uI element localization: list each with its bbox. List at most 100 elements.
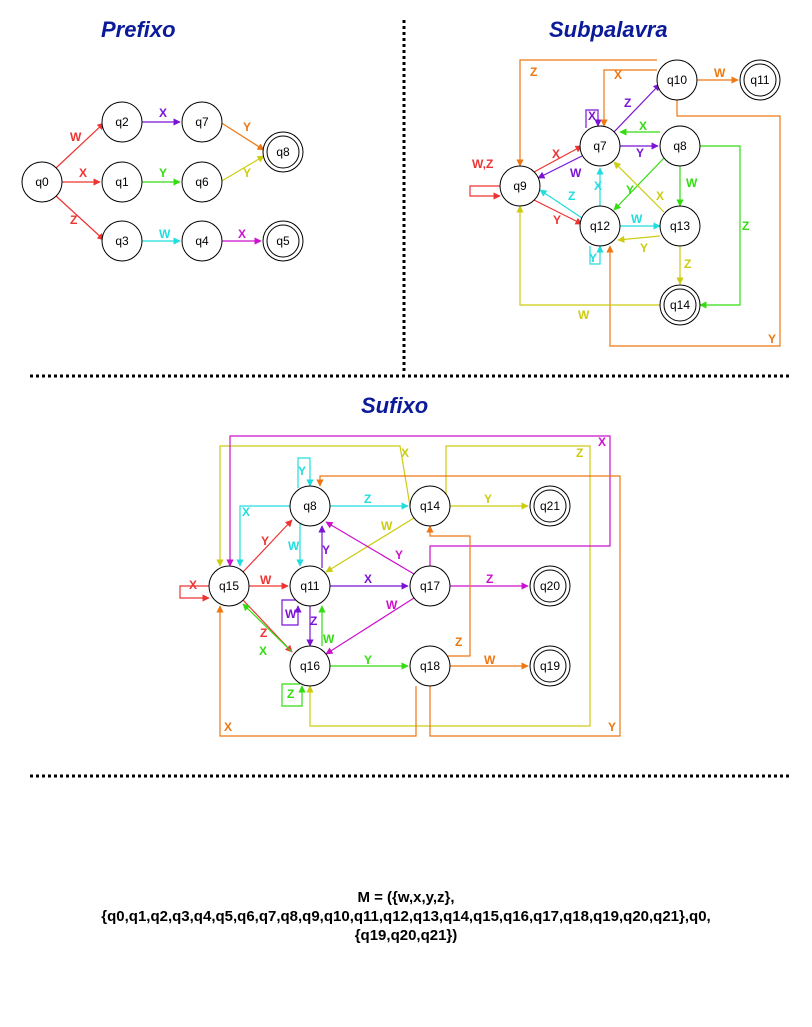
prefixo-state-q2: q2	[101, 101, 143, 143]
formal-definition-line-3: {q19,q20,q21})	[354, 927, 458, 944]
subpalavra-state-q12: q12	[579, 205, 621, 247]
subpalavra-edge-label-q10-q11: W	[714, 66, 726, 80]
sufixo-state-q16: q16	[289, 645, 331, 687]
subpalavra-edge-label-q8-q13: W	[686, 176, 698, 190]
sufixo-state-label-q11: q11	[300, 579, 319, 593]
prefixo-state-q4: q4	[181, 220, 223, 262]
sufixo-edge-q11-q11	[281, 599, 302, 626]
sufixo-edge-label-q14-q16: Z	[576, 446, 583, 460]
sufixo-edge-q15-q8	[242, 519, 293, 573]
subpalavra-edge-label-q9-q9: W,Z	[472, 157, 493, 171]
prefixo-edge-q0-q2	[55, 122, 105, 169]
sufixo-edge-label-q11-q16: Z	[310, 614, 317, 628]
prefixo-state-label-q2: q2	[115, 115, 129, 129]
subpalavra-edge-q12-q12	[589, 245, 604, 265]
prefixo-state-q8: q8	[262, 131, 304, 173]
sufixo-edge-label-q8-q15: X	[242, 505, 250, 519]
subpalavra-edge-label-q7-q7: X	[588, 109, 596, 123]
subpalavra-edge-label-q8-q12: Y	[626, 183, 634, 197]
prefixo-edge-label-q4-q5: X	[238, 227, 246, 241]
sufixo-edge-label-q17-q8: Y	[395, 548, 403, 562]
prefixo-edge-label-q0-q3: Z	[70, 213, 77, 227]
subpalavra-edge-q10-q7	[600, 69, 657, 127]
subpalavra-state-q13: q13	[659, 205, 701, 247]
sufixo-state-label-q16: q16	[300, 659, 320, 673]
sufixo-state-q20: q20	[529, 565, 571, 607]
sufixo-edge-label-q15-q15: X	[189, 578, 197, 592]
sufixo-edge-q17-q8	[325, 521, 415, 575]
subpalavra-edge-label-q9-q7: X	[552, 147, 560, 161]
sufixo-edge-q16-q15	[242, 603, 293, 653]
subpalavra-state-label-q13: q13	[670, 219, 690, 233]
subpalavra-edge-label-q8-q14: Z	[742, 219, 749, 233]
formal-definition-line-2: {q0,q1,q2,q3,q4,q5,q6,q7,q8,q9,q10,q11,q…	[101, 908, 711, 925]
subpalavra-edge-label-q14-q9: W	[578, 308, 590, 322]
prefixo-edge-q7-q8	[219, 121, 265, 151]
subpalavra-edge-q14-q9	[516, 205, 660, 306]
sufixo-edge-label-q8-q8: Y	[298, 464, 306, 478]
subpalavra-edge-label-q10-q9: Z	[530, 65, 537, 79]
sufixo-state-q21: q21	[529, 485, 571, 527]
sufixo-edge-label-q16-q15: X	[259, 644, 267, 658]
subpalavra-edge-q13-q12	[617, 235, 661, 243]
subpalavra-state-label-q12: q12	[590, 219, 610, 233]
formal-definition-line-1: M = ({w,x,y,z},	[357, 889, 455, 906]
sufixo-edge-label-q18-q8: Y	[608, 720, 616, 734]
sufixo-edge-label-q11-q17: X	[364, 572, 372, 586]
sufixo-edge-label-q15-q11: W	[260, 573, 272, 587]
sufixo-edge-label-q14-q21: Y	[484, 492, 492, 506]
prefixo-edge-label-q2-q7: X	[159, 106, 167, 120]
subpalavra-edge-label-q8-q7: X	[639, 119, 647, 133]
sufixo-state-label-q15: q15	[219, 579, 239, 593]
sufixo-title: Sufixo	[361, 393, 429, 418]
prefixo-edge-label-q1-q6: Y	[159, 166, 167, 180]
sufixo-edge-q18-q8	[316, 475, 621, 737]
subpalavra-edge-q13-q7	[613, 161, 665, 213]
sufixo-edge-label-q16-q11: W	[323, 632, 335, 646]
sufixo-state-q18: q18	[409, 645, 451, 687]
prefixo-state-label-q7: q7	[195, 115, 209, 129]
prefixo-state-label-q0: q0	[35, 175, 49, 189]
subpalavra-state-q14: q14	[659, 284, 701, 326]
prefixo-state-label-q8: q8	[276, 145, 290, 159]
sufixo-state-q19: q19	[529, 645, 571, 687]
prefixo-state-label-q1: q1	[115, 175, 129, 189]
prefixo-edge-q0-q3	[55, 195, 105, 241]
prefixo-state-label-q3: q3	[115, 234, 129, 248]
sufixo-edge-label-q17-q15: X	[598, 435, 606, 449]
subpalavra-state-label-q14: q14	[670, 298, 690, 312]
subpalavra-edge-label-q7-q9: W	[570, 166, 582, 180]
prefixo-edge-label-q0-q1: X	[79, 166, 87, 180]
subpalavra-edge-label-q13-q12: Y	[640, 241, 648, 255]
subpalavra-edge-q9-q7	[533, 145, 583, 173]
prefixo-state-q3: q3	[101, 220, 143, 262]
sufixo-edge-q14-q16	[306, 445, 591, 727]
sufixo-edge-label-q17-q16: W	[386, 598, 398, 612]
subpalavra-edge-q7-q7	[585, 109, 602, 128]
sufixo-edge-label-q18-q14: Z	[455, 635, 462, 649]
sufixo-state-label-q8: q8	[303, 499, 317, 513]
subpalavra-title: Subpalavra	[549, 17, 668, 42]
subpalavra-edge-label-q12-q7: X	[594, 179, 602, 193]
subpalavra-state-q7: q7	[579, 125, 621, 167]
sufixo-state-q14: q14	[409, 485, 451, 527]
subpalavra-state-label-q10: q10	[667, 73, 687, 87]
prefixo-edge-q6-q8	[219, 155, 265, 183]
sufixo-edge-label-q11-q11: W	[285, 607, 297, 621]
prefixo-edge-label-q3-q4: W	[159, 227, 171, 241]
sufixo-edge-label-q8-q11: W	[288, 539, 300, 553]
prefixo-state-label-q4: q4	[195, 234, 209, 248]
prefixo-state-label-q5: q5	[276, 234, 290, 248]
sufixo-state-label-q19: q19	[540, 659, 560, 673]
sufixo-edge-label-q14-q15: X	[401, 446, 409, 460]
subpalavra-state-q8: q8	[659, 125, 701, 167]
sufixo-edge-q8-q15	[236, 505, 292, 567]
prefixo-state-q1: q1	[101, 161, 143, 203]
subpalavra-edge-label-q7-q8: Y	[636, 146, 644, 160]
sufixo-edge-label-q16-q16: Z	[287, 687, 294, 701]
sufixo-edge-q16-q16	[281, 683, 306, 707]
subpalavra-edge-label-q7-q10: Z	[624, 96, 631, 110]
sufixo-state-label-q18: q18	[420, 659, 440, 673]
